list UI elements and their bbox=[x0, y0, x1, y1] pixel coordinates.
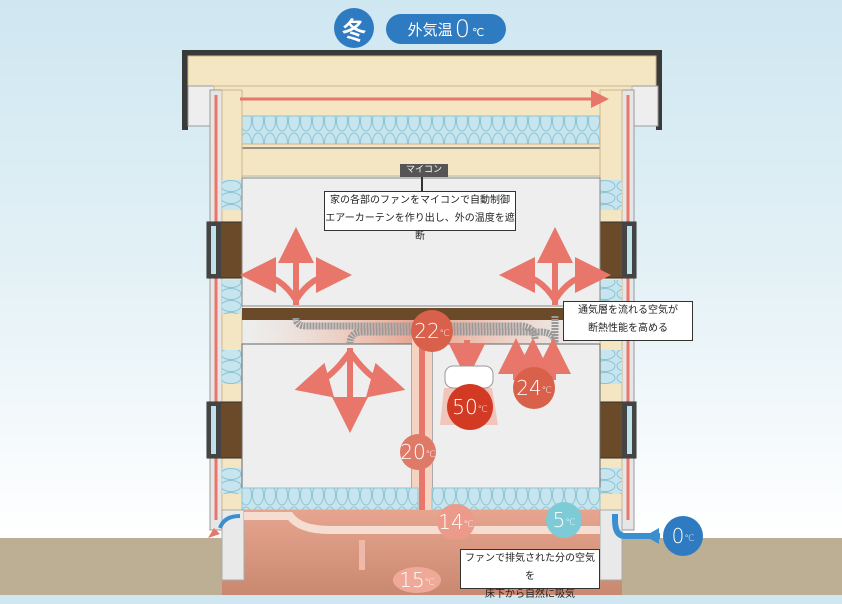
callout-ventilation-layer: 通気層を流れる空気が 断熱性能を高める bbox=[563, 301, 693, 341]
temp-wall-shaft: 20℃ bbox=[400, 434, 436, 470]
cold-air-arrows bbox=[218, 514, 660, 539]
callout-line: 床下から自然に吸気 bbox=[485, 589, 575, 600]
microcontroller-leader bbox=[421, 177, 423, 191]
callout-line: 家の各部のファンをマイコンで自動制御 bbox=[330, 195, 510, 206]
windows bbox=[206, 221, 637, 459]
callout-underfloor-intake: ファンで排気された分の空気を 床下から自然に吸気 bbox=[460, 549, 600, 600]
outside-temperature-pill: 外気温 0 ℃ bbox=[386, 14, 506, 44]
callout-line: エアーカーテンを作り出し、外の温度を遮断 bbox=[325, 213, 515, 242]
roof bbox=[182, 50, 662, 177]
temp-aircon-outlet: 50℃ bbox=[447, 384, 493, 430]
temp-ceiling-duct: 22℃ bbox=[411, 310, 453, 352]
temp-crawlspace: 15℃ bbox=[393, 567, 441, 593]
callout-line: 断熱性能を高める bbox=[588, 323, 668, 334]
temp-outside-air: 0℃ bbox=[663, 516, 703, 556]
temp-room-supply: 24℃ bbox=[513, 367, 555, 409]
microcontroller-tag: マイコン bbox=[400, 164, 449, 177]
temp-intake-vent: 5℃ bbox=[546, 502, 582, 538]
callout-line: 通気層を流れる空気が bbox=[578, 305, 678, 316]
cold-air-inflow-arrow-icon bbox=[645, 528, 659, 544]
callout-microcontroller: 家の各部のファンをマイコンで自動制御 エアーカーテンを作り出し、外の温度を遮断 bbox=[324, 191, 516, 242]
season-badge: 冬 bbox=[334, 8, 374, 48]
outside-temperature-unit: ℃ bbox=[471, 25, 485, 39]
outside-temperature-label: 外気温 bbox=[407, 20, 453, 39]
temp-underfloor: 14℃ bbox=[437, 504, 475, 540]
callout-line: ファンで排気された分の空気を bbox=[465, 553, 595, 582]
outside-temperature-value: 0 bbox=[454, 15, 470, 43]
